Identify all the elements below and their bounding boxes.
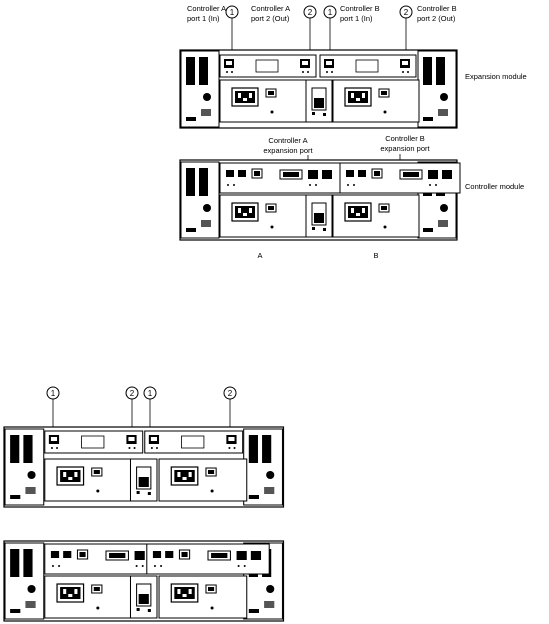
controller-module xyxy=(179,159,461,241)
label-ctrl-b-port2-line2: port 2 (Out) xyxy=(417,14,456,23)
label-ctrl-b-exp-line1: Controller B xyxy=(385,134,425,143)
label-ctrl-b-port1-line2: port 1 (In) xyxy=(340,14,373,23)
label-ctrl-b-exp-line2: expansion port xyxy=(380,144,430,153)
expansion-module xyxy=(179,49,458,129)
label-side-a: A xyxy=(257,251,262,260)
top-figure: Controller A port 1 (In) Controller A po… xyxy=(179,4,527,260)
svg-text:2: 2 xyxy=(404,8,409,17)
label-ctrl-a-port1-line1: Controller A xyxy=(187,4,226,13)
svg-text:1: 1 xyxy=(230,8,235,17)
svg-text:2: 2 xyxy=(308,8,313,17)
callout-2-b: 2 xyxy=(399,5,413,64)
label-ctrl-a-exp-line1: Controller A xyxy=(268,136,307,145)
bottom-figure: 1 2 1 2 xyxy=(3,386,285,622)
svg-text:2: 2 xyxy=(130,389,135,398)
label-ctrl-a-port1-line2: port 1 (In) xyxy=(187,14,220,23)
label-ctrl-a-exp-line2: expansion port xyxy=(263,146,313,155)
label-ctrl-a-port2-line1: Controller A xyxy=(251,4,290,13)
bottom-controller-module xyxy=(3,540,285,622)
label-ctrl-b-port2-line1: Controller B xyxy=(417,4,457,13)
label-ctrl-a-port2-line2: port 2 (Out) xyxy=(251,14,290,23)
svg-text:1: 1 xyxy=(51,389,56,398)
svg-text:2: 2 xyxy=(228,389,233,398)
label-expansion-module: Expansion module xyxy=(465,72,527,81)
label-controller-module: Controller module xyxy=(465,182,524,191)
svg-text:1: 1 xyxy=(328,8,333,17)
svg-text:1: 1 xyxy=(148,389,153,398)
bottom-expansion-module xyxy=(3,426,285,508)
label-side-b: B xyxy=(373,251,378,260)
label-ctrl-b-port1-line1: Controller B xyxy=(340,4,380,13)
